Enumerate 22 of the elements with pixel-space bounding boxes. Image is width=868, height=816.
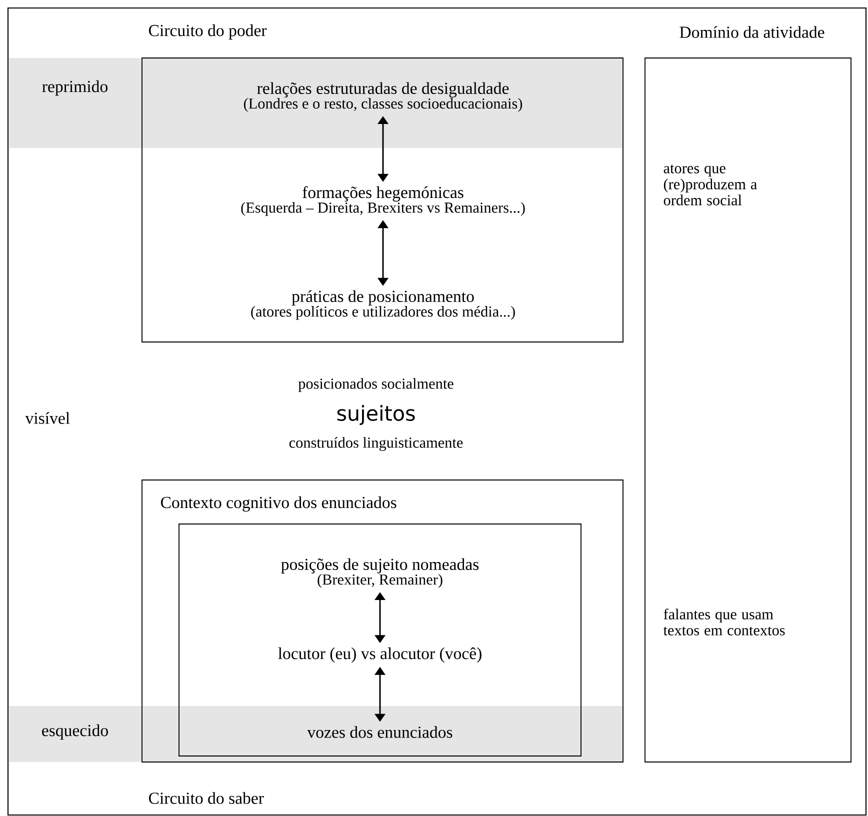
panel-box xyxy=(644,26,852,762)
panel-box xyxy=(178,524,582,756)
level-text: vozes dos enunciados xyxy=(307,726,452,738)
panel-box xyxy=(142,480,624,804)
box-heading: Circuito do poder xyxy=(148,24,267,40)
subject-caption: posicionados socialmente xyxy=(298,378,454,392)
side-label: reprimido xyxy=(42,80,108,96)
side-label: esquecido xyxy=(42,724,108,740)
subject-title: sujeitos xyxy=(337,405,415,425)
box-heading: Domínio da atividade xyxy=(680,26,824,38)
box-text: atores que (re)produzem a ordem social xyxy=(664,164,757,206)
panel-box xyxy=(142,24,624,342)
level-text: formações hegemónicas (Esquerda – Direita, Brexiters vs Remainers...) xyxy=(241,186,525,216)
subject-caption: construídos linguisticamente xyxy=(289,437,463,451)
level-text: relações estruturadas de desigualdade (Londres e o resto, classes socioeducacionais) xyxy=(244,82,522,112)
level-text: práticas de posicionamento (atores políticos e utilizadores dos média...) xyxy=(251,290,515,320)
box-heading: Contexto cognitivo dos enunciados xyxy=(160,496,396,512)
level-text: locutor (eu) vs alocutor (você) xyxy=(278,647,482,663)
side-label: visível xyxy=(25,412,70,424)
box-text: falantes que usam textos em contextos xyxy=(663,608,785,636)
level-text: posições de sujeito nomeadas (Brexiter, Remainer) xyxy=(281,558,479,588)
box-heading: Circuito do saber xyxy=(148,792,264,804)
